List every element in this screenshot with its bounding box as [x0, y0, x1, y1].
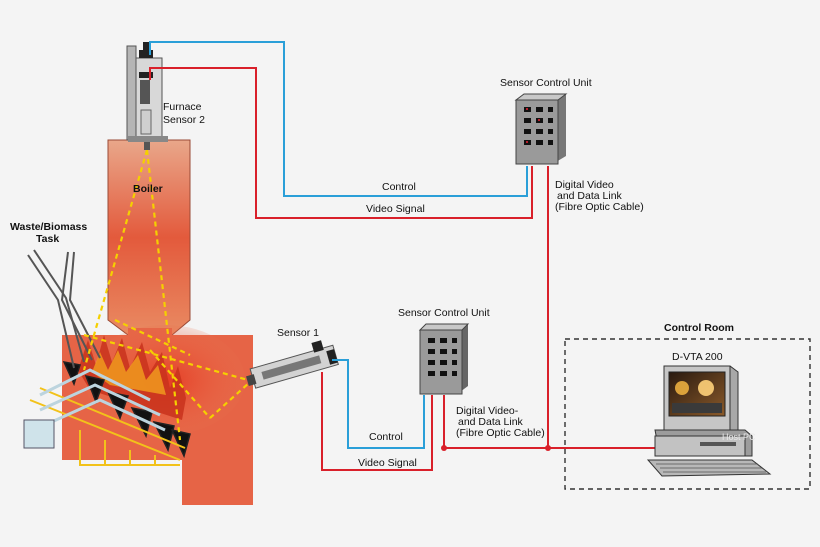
link-top-label-3: (Fibre Optic Cable) [555, 201, 644, 213]
waste-label-1: Waste/Biomass [10, 221, 87, 233]
control-room-label: Control Room [664, 322, 734, 334]
link-top-label-2: and Data Link [557, 190, 623, 202]
furnace-sensor-2-label-1: Furnace [163, 101, 202, 113]
bottom-video-line [321, 372, 433, 471]
link-top-label-1: Digital Video [555, 179, 614, 191]
sensor-control-unit-top [514, 93, 568, 165]
video-top-label: Video Signal [366, 203, 425, 215]
top-video-line [149, 67, 533, 219]
sensor-control-unit-bottom-label: Sensor Control Unit [398, 307, 490, 319]
video-bottom-label: Video Signal [358, 457, 417, 469]
junction-right [545, 445, 551, 451]
sensor-control-unit-bottom [418, 323, 470, 395]
link-bottom-label-3: (Fibre Optic Cable) [456, 427, 545, 439]
furnace-sensor-2-label-2: Sensor 2 [163, 114, 205, 126]
control-top-label: Control [382, 181, 416, 193]
host-pc-caption: Host PC [722, 432, 756, 442]
control-bottom-label: Control [369, 431, 403, 443]
control-room-box [564, 338, 811, 490]
junction-bottom [441, 445, 447, 451]
link-bottom-label-1: Digital Video- [456, 405, 519, 417]
sensor-view-beams [82, 149, 251, 441]
link-bottom-label-2: and Data Link [458, 416, 524, 428]
top-control-line [149, 41, 528, 197]
waste-label-2: Task [36, 233, 59, 245]
d-vta-200-computer [646, 365, 772, 477]
boiler-label: Boiler [133, 183, 163, 195]
sensor-1 [246, 340, 339, 389]
air-ducts [39, 368, 166, 432]
bottom-control-line [332, 359, 425, 449]
sensor-control-unit-top-label: Sensor Control Unit [500, 77, 592, 89]
furnace-sensor-2 [126, 42, 168, 150]
furnace [23, 139, 253, 505]
d-vta-200-label: D-VTA 200 [672, 351, 723, 363]
sensor-1-label: Sensor 1 [277, 327, 319, 339]
fibre-link-horizontal [443, 395, 660, 449]
ash-pit [23, 419, 55, 449]
feed-chute [27, 249, 101, 369]
